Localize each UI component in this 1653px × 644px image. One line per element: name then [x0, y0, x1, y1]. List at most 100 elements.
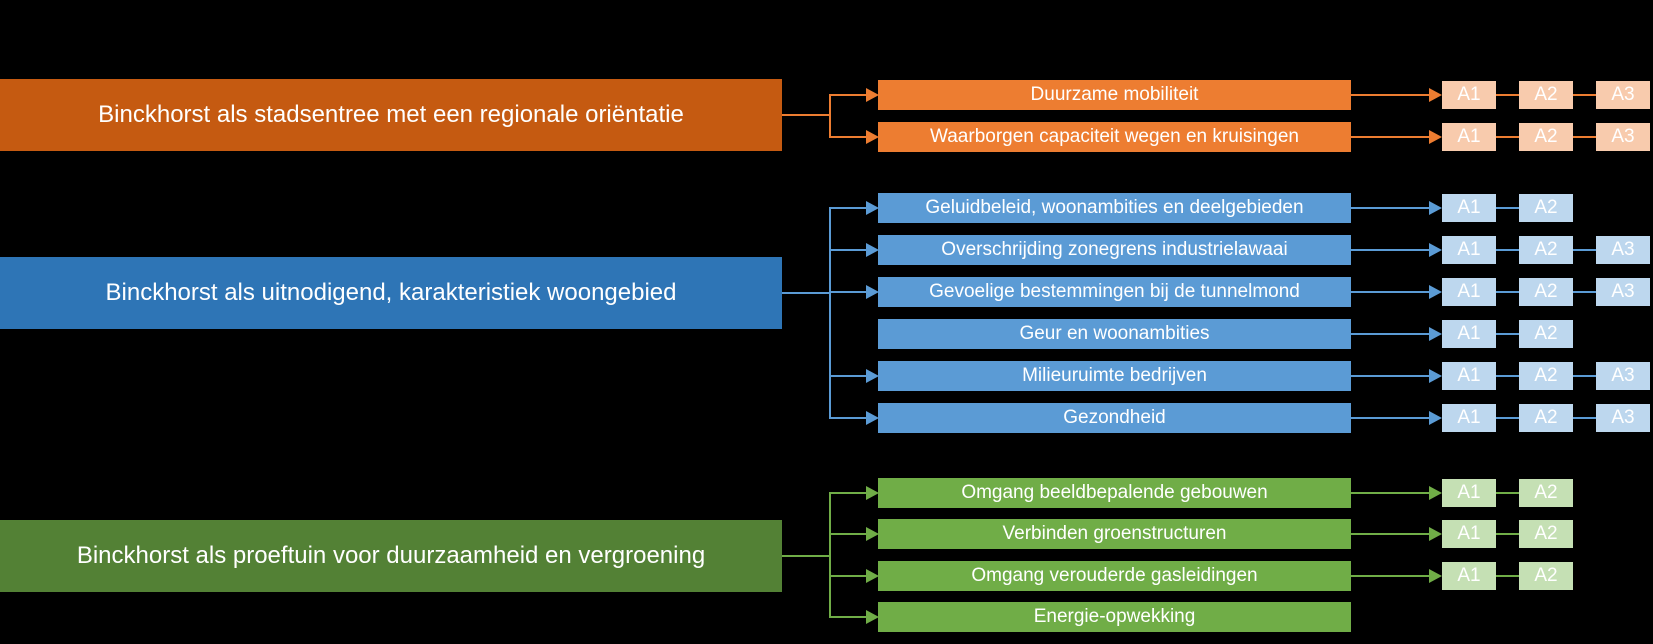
assessment-box: A3	[1596, 278, 1650, 306]
branch-stub-line	[831, 417, 866, 419]
assessment-connector-line	[1573, 375, 1596, 377]
arrowhead-icon	[866, 201, 879, 215]
topic-to-assessment-line	[1351, 249, 1429, 251]
assessment-connector-line	[1496, 417, 1519, 419]
feed-connector-line	[782, 292, 831, 294]
assessment-box: A2	[1519, 278, 1573, 306]
topic-box: Geur en woonambities	[878, 319, 1351, 349]
topic-to-assessment-line	[1351, 136, 1429, 138]
assessment-connector-line	[1573, 94, 1596, 96]
arrowhead-icon	[1429, 411, 1442, 425]
assessment-connector-line	[1496, 492, 1519, 494]
assessment-box: A2	[1519, 404, 1573, 432]
assessment-box: A1	[1442, 479, 1496, 507]
arrowhead-icon	[866, 285, 879, 299]
assessment-connector-line	[1573, 417, 1596, 419]
assessment-box: A2	[1519, 236, 1573, 264]
assessment-box: A1	[1442, 520, 1496, 548]
branch-connector-line	[829, 492, 831, 618]
assessment-box: A1	[1442, 278, 1496, 306]
topic-box: Omgang beeldbepalende gebouwen	[878, 478, 1351, 508]
assessment-connector-line	[1496, 94, 1519, 96]
arrowhead-icon	[1429, 527, 1442, 541]
assessment-connector-line	[1496, 333, 1519, 335]
feed-connector-line	[782, 555, 831, 557]
assessment-connector-line	[1496, 575, 1519, 577]
topic-to-assessment-line	[1351, 94, 1429, 96]
assessment-connector-line	[1496, 249, 1519, 251]
topic-box: Geluidbeleid, woonambities en deelgebied…	[878, 193, 1351, 223]
branch-stub-line	[831, 616, 866, 618]
branch-stub-line	[831, 375, 866, 377]
assessment-box: A3	[1596, 236, 1650, 264]
assessment-box: A2	[1519, 81, 1573, 109]
theme-block-duurzaamheid: Binckhorst als proeftuin voor duurzaamhe…	[0, 520, 782, 592]
branch-stub-line	[831, 207, 866, 209]
assessment-box: A2	[1519, 123, 1573, 151]
assessment-connector-line	[1496, 136, 1519, 138]
assessment-box: A3	[1596, 81, 1650, 109]
topic-to-assessment-line	[1351, 291, 1429, 293]
arrowhead-icon	[1429, 88, 1442, 102]
arrowhead-icon	[866, 130, 879, 144]
topic-to-assessment-line	[1351, 533, 1429, 535]
arrowhead-icon	[1429, 201, 1442, 215]
assessment-connector-line	[1496, 207, 1519, 209]
topic-box: Omgang verouderde gasleidingen	[878, 561, 1351, 591]
assessment-box: A2	[1519, 362, 1573, 390]
branch-connector-line	[829, 94, 831, 138]
topic-box: Gezondheid	[878, 403, 1351, 433]
assessment-box: A2	[1519, 320, 1573, 348]
theme-block-woongebied: Binckhorst als uitnodigend, karakteristi…	[0, 257, 782, 329]
assessment-box: A3	[1596, 404, 1650, 432]
arrowhead-icon	[1429, 369, 1442, 383]
arrowhead-icon	[866, 369, 879, 383]
topic-to-assessment-line	[1351, 375, 1429, 377]
assessment-box: A1	[1442, 123, 1496, 151]
assessment-box: A2	[1519, 562, 1573, 590]
assessment-box: A1	[1442, 194, 1496, 222]
arrowhead-icon	[1429, 327, 1442, 341]
arrowhead-icon	[1429, 569, 1442, 583]
assessment-connector-line	[1496, 533, 1519, 535]
assessment-box: A1	[1442, 562, 1496, 590]
assessment-connector-line	[1496, 375, 1519, 377]
topic-box: Overschrijding zonegrens industrielawaai	[878, 235, 1351, 265]
assessment-connector-line	[1573, 136, 1596, 138]
topic-to-assessment-line	[1351, 492, 1429, 494]
assessment-connector-line	[1573, 291, 1596, 293]
assessment-connector-line	[1496, 291, 1519, 293]
branch-stub-line	[831, 94, 866, 96]
branch-stub-line	[831, 291, 866, 293]
arrowhead-icon	[866, 610, 879, 624]
arrowhead-icon	[866, 569, 879, 583]
arrowhead-icon	[1429, 243, 1442, 257]
assessment-box: A3	[1596, 362, 1650, 390]
branch-stub-line	[831, 136, 866, 138]
assessment-box: A2	[1519, 479, 1573, 507]
topic-box: Duurzame mobiliteit	[878, 80, 1351, 110]
assessment-box: A1	[1442, 320, 1496, 348]
arrowhead-icon	[866, 411, 879, 425]
arrowhead-icon	[1429, 285, 1442, 299]
assessment-box: A3	[1596, 123, 1650, 151]
arrowhead-icon	[866, 243, 879, 257]
topic-box: Waarborgen capaciteit wegen en kruisinge…	[878, 122, 1351, 152]
branch-stub-line	[831, 533, 866, 535]
topic-box: Gevoelige bestemmingen bij de tunnelmond	[878, 277, 1351, 307]
assessment-box: A1	[1442, 404, 1496, 432]
topic-to-assessment-line	[1351, 333, 1429, 335]
assessment-box: A2	[1519, 520, 1573, 548]
arrowhead-icon	[866, 88, 879, 102]
arrowhead-icon	[866, 486, 879, 500]
theme-block-stadsentree: Binckhorst als stadsentree met een regio…	[0, 79, 782, 151]
assessment-connector-line	[1573, 249, 1596, 251]
arrowhead-icon	[1429, 130, 1442, 144]
topic-box: Verbinden groenstructuren	[878, 519, 1351, 549]
assessment-box: A1	[1442, 362, 1496, 390]
topic-to-assessment-line	[1351, 207, 1429, 209]
topic-box: Energie-opwekking	[878, 602, 1351, 632]
branch-connector-line	[829, 207, 831, 419]
arrowhead-icon	[866, 527, 879, 541]
